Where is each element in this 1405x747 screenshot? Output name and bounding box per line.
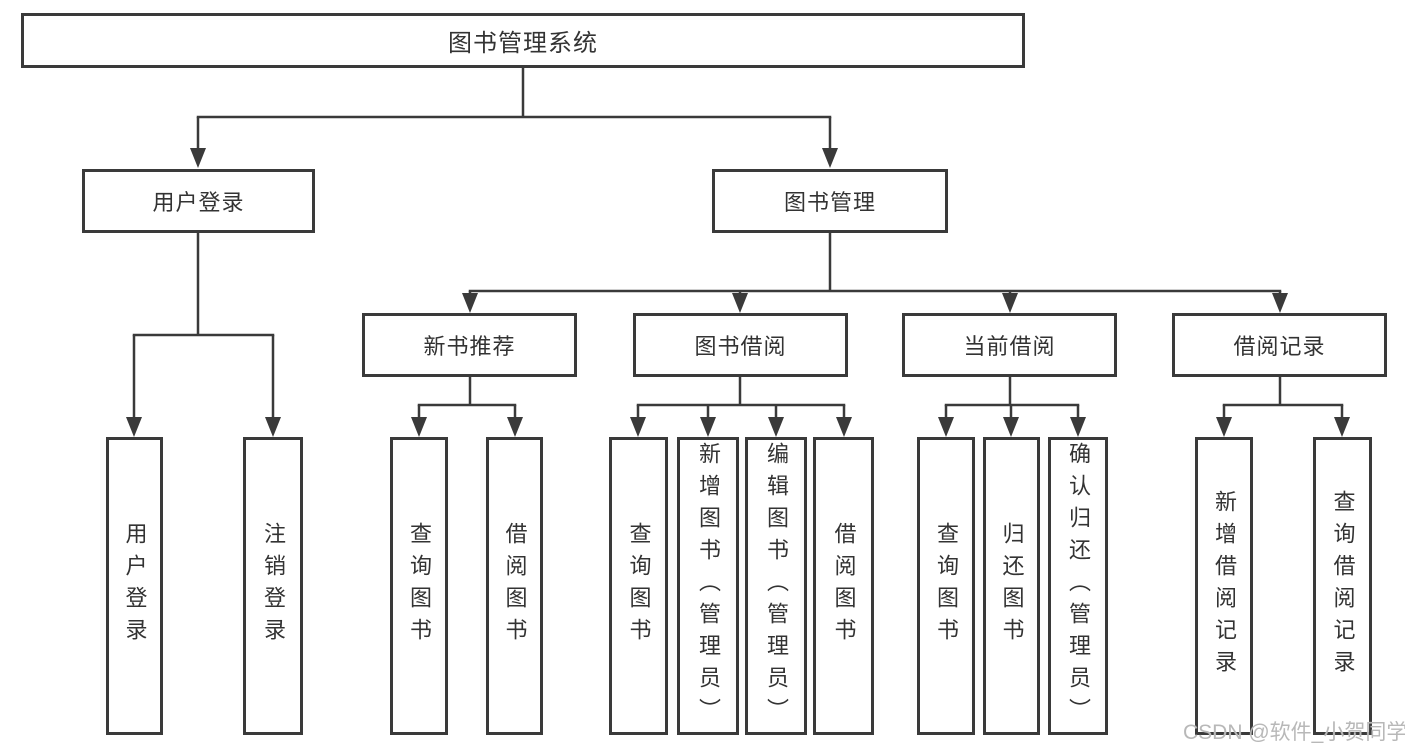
leaf-user-login: 用户登录 bbox=[106, 437, 163, 735]
leaf-user-login-label: 用户登录 bbox=[122, 522, 148, 650]
branch-root bbox=[190, 68, 838, 168]
leaf-cb-query-books: 查询图书 bbox=[917, 437, 975, 735]
branch-new-book-rec bbox=[411, 377, 523, 437]
leaf-br-query-record-label: 查询借阅记录 bbox=[1330, 490, 1356, 682]
leaf-br-add-record-label: 新增借阅记录 bbox=[1212, 490, 1237, 682]
branch-book-mgmt bbox=[462, 232, 1288, 313]
node-book-borrow: 图书借阅 bbox=[633, 313, 848, 377]
leaf-bb-borrow-books: 借阅图书 bbox=[813, 437, 874, 735]
leaf-br-add-record: 新增借阅记录 bbox=[1195, 437, 1253, 735]
branch-user-login bbox=[126, 232, 281, 437]
leaf-bb-borrow-books-label: 借阅图书 bbox=[831, 522, 857, 650]
node-book-mgmt-label: 图书管理 bbox=[783, 190, 876, 215]
leaf-bb-edit-books-label: 编辑图书（管理员） bbox=[764, 442, 789, 730]
leaf-cb-query-books-label: 查询图书 bbox=[934, 522, 959, 650]
leaf-cb-return-books-label: 归还图书 bbox=[999, 522, 1025, 650]
node-root: 图书管理系统 bbox=[21, 13, 1025, 68]
csdn-watermark: CSDN @软件_小贺同学 bbox=[1183, 721, 1405, 744]
node-root-label: 图书管理系统 bbox=[448, 30, 598, 57]
node-book-borrow-label: 图书借阅 bbox=[694, 334, 787, 359]
node-borrow-record-label: 借阅记录 bbox=[1233, 334, 1326, 359]
leaf-rec-borrow-books-label: 借阅图书 bbox=[502, 522, 528, 650]
leaf-logout: 注销登录 bbox=[243, 437, 303, 735]
leaf-cb-return-books: 归还图书 bbox=[983, 437, 1040, 735]
leaf-bb-query-books-label: 查询图书 bbox=[626, 522, 652, 650]
leaf-rec-query-books-label: 查询图书 bbox=[407, 522, 432, 650]
leaf-logout-label: 注销登录 bbox=[261, 522, 286, 650]
leaf-cb-confirm-return: 确认归还（管理员） bbox=[1048, 437, 1108, 735]
leaf-bb-add-books-label: 新增图书（管理员） bbox=[696, 442, 721, 730]
leaf-bb-add-books: 新增图书（管理员） bbox=[677, 437, 739, 735]
node-current-borrow: 当前借阅 bbox=[902, 313, 1117, 377]
node-user-login: 用户登录 bbox=[82, 169, 315, 233]
branch-borrow-record bbox=[1216, 377, 1350, 437]
branch-book-borrow bbox=[630, 377, 852, 437]
node-current-borrow-label: 当前借阅 bbox=[963, 334, 1056, 359]
node-new-book-rec: 新书推荐 bbox=[362, 313, 577, 377]
leaf-rec-query-books: 查询图书 bbox=[390, 437, 448, 735]
node-borrow-record: 借阅记录 bbox=[1172, 313, 1387, 377]
branch-current-borrow bbox=[938, 377, 1086, 437]
leaf-cb-confirm-return-label: 确认归还（管理员） bbox=[1066, 442, 1091, 730]
leaf-bb-edit-books: 编辑图书（管理员） bbox=[745, 437, 807, 735]
leaf-bb-query-books: 查询图书 bbox=[609, 437, 668, 735]
leaf-rec-borrow-books: 借阅图书 bbox=[486, 437, 543, 735]
node-book-mgmt: 图书管理 bbox=[712, 169, 948, 233]
leaf-br-query-record: 查询借阅记录 bbox=[1313, 437, 1372, 735]
node-user-login-label: 用户登录 bbox=[152, 190, 245, 215]
node-new-book-rec-label: 新书推荐 bbox=[423, 334, 516, 359]
